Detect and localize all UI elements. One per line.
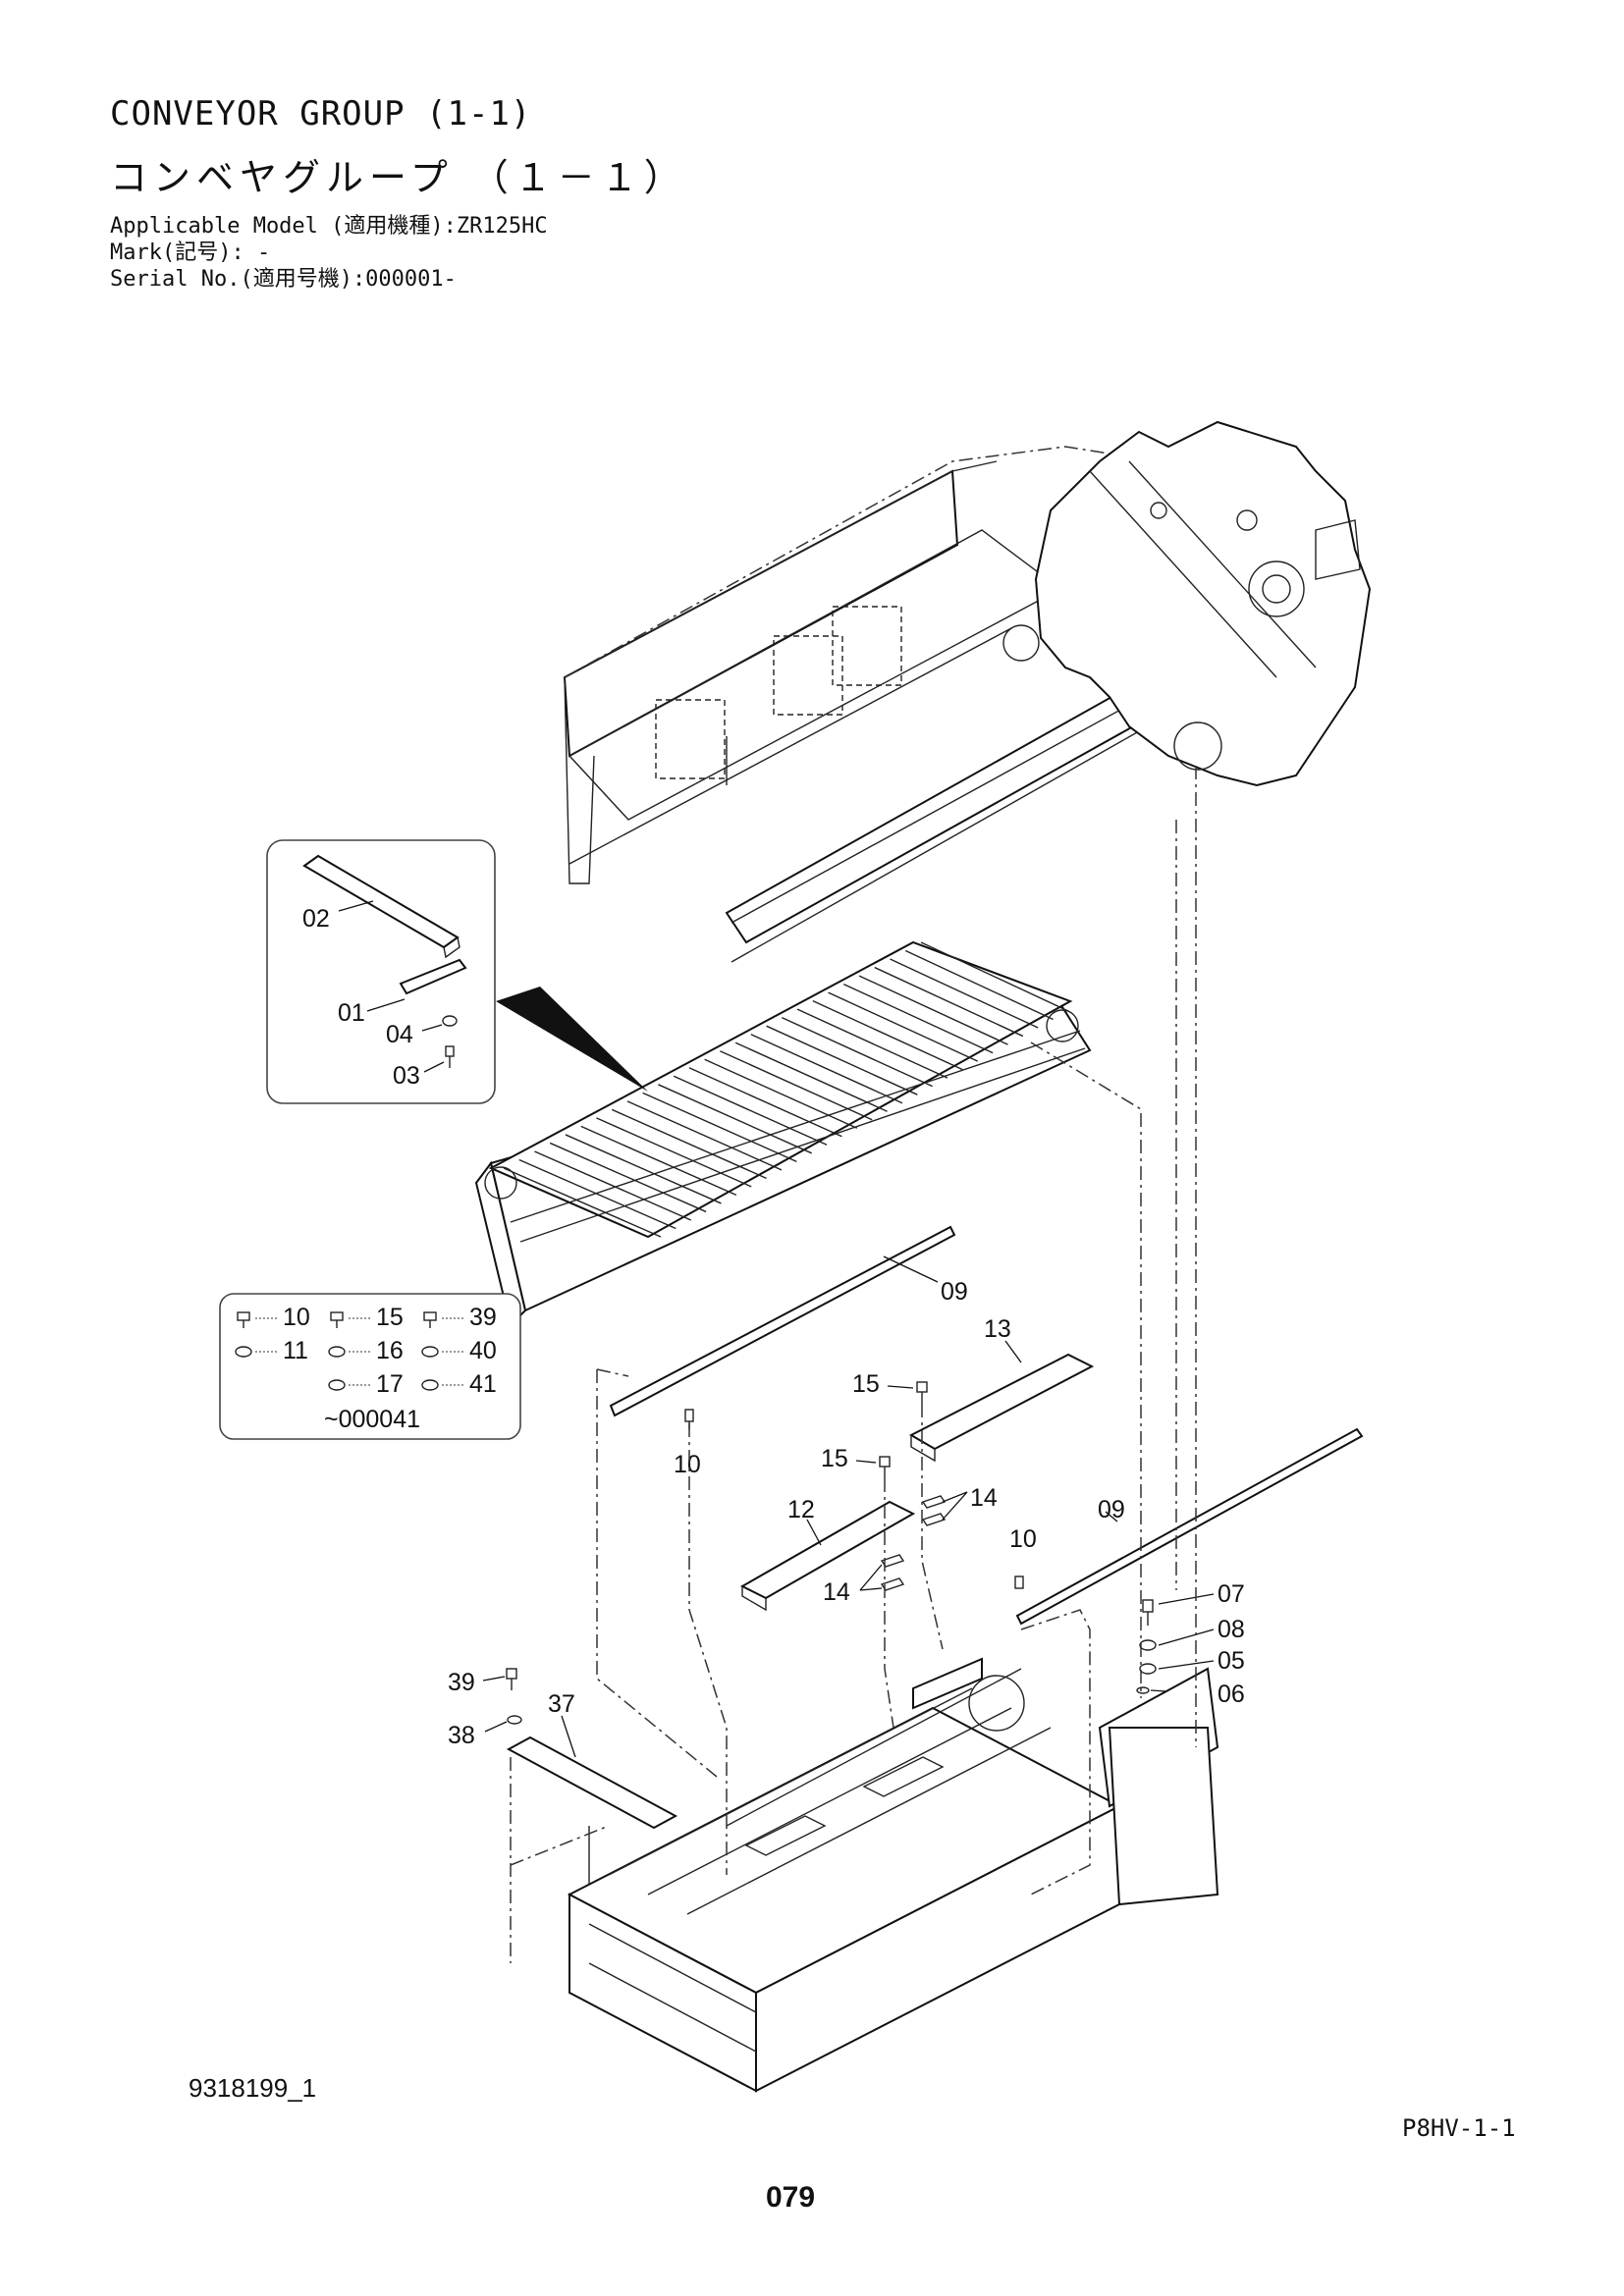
callout-09: 09 — [1098, 1496, 1125, 1523]
callout-02: 02 — [302, 905, 330, 933]
chain-slat — [565, 1134, 722, 1204]
washer-icon — [421, 1379, 465, 1391]
washer-icon — [328, 1346, 372, 1358]
bolt-39: 39 — [448, 1668, 517, 1696]
mark-label: Mark(記号): - — [110, 240, 271, 265]
chain-slat — [626, 1100, 783, 1171]
chain-slat — [518, 1158, 677, 1230]
legend-item: 16 — [376, 1337, 404, 1364]
callout-10: 10 — [674, 1451, 701, 1478]
legend-item: 39 — [469, 1304, 497, 1331]
callout-07: 07 — [1218, 1580, 1245, 1608]
legend-item: 17 — [376, 1370, 404, 1398]
chain-slat — [874, 966, 1024, 1038]
chain-slat — [890, 958, 1039, 1029]
shims-14-upper: 14 — [921, 1484, 998, 1526]
callout-15: 15 — [852, 1370, 880, 1398]
lower-frame — [567, 1657, 1219, 2093]
chain-slat — [673, 1075, 828, 1146]
callout-39: 39 — [448, 1669, 475, 1696]
plate-13: 13 — [908, 1315, 1095, 1463]
chain-slat — [734, 1041, 888, 1112]
chain-slat — [782, 1017, 933, 1088]
callout-03: 03 — [393, 1062, 420, 1090]
machine-frame — [563, 420, 1372, 963]
callout-05: 05 — [1218, 1647, 1245, 1675]
chain-slat — [904, 949, 1054, 1021]
washer-38: 38 — [448, 1715, 522, 1749]
chain-slat — [534, 1150, 692, 1221]
bolt-icon — [423, 1311, 465, 1328]
page-reference: P8HV-1-1 — [1402, 2114, 1516, 2142]
chain-slat — [658, 1084, 812, 1154]
bolt-15-lower: 15 — [821, 1445, 891, 1478]
callout-13: 13 — [984, 1315, 1011, 1343]
chain-slat — [843, 983, 994, 1054]
callout-38: 38 — [448, 1722, 475, 1749]
legend-serial-range: ~000041 — [324, 1406, 420, 1433]
washer-icon — [328, 1379, 372, 1391]
chain-slat — [920, 941, 1069, 1012]
callout-06: 06 — [1218, 1681, 1245, 1708]
bolt-10-right: 10 — [1009, 1525, 1037, 1589]
chain-slat — [766, 1025, 918, 1095]
callout-04: 04 — [386, 1021, 413, 1048]
page-title: CONVEYOR GROUP (1-1) — [110, 94, 532, 133]
callout-01: 01 — [338, 999, 365, 1027]
callout-37: 37 — [548, 1690, 575, 1718]
legend-item: 41 — [469, 1370, 497, 1398]
page-title-japanese: コンベヤグループ （１－１） — [110, 156, 687, 199]
cover-plate-37: 37 — [506, 1690, 678, 1830]
callout-10: 10 — [1009, 1525, 1037, 1553]
callout-09: 09 — [941, 1278, 968, 1306]
hardware-legend: 10 15 39 11 16 40 17 41 ~000041 — [219, 1293, 521, 1440]
hardware-stack: 07 08 05 06 — [1136, 1580, 1245, 1712]
plate-12: 12 — [739, 1496, 916, 1612]
chain-slat — [750, 1034, 903, 1104]
washer-icon — [235, 1346, 279, 1358]
slat-detail-inset: 02 01 04 03 — [266, 839, 496, 1104]
chain-slat — [642, 1092, 797, 1162]
legend-item: 10 — [283, 1304, 310, 1331]
chain-slat — [720, 1050, 873, 1121]
legend-item: 11 — [283, 1337, 308, 1364]
applicable-model: Applicable Model (適用機種):ZR125HC — [110, 214, 548, 239]
guide-rail-09-right: 09 — [1015, 1427, 1364, 1626]
shims-14-lower: 14 — [823, 1554, 905, 1606]
page-number: 079 — [766, 2181, 816, 2214]
callout-14: 14 — [970, 1484, 998, 1512]
chain-slat — [812, 999, 963, 1071]
assembly-centerlines — [510, 766, 1197, 1963]
callout-15: 15 — [821, 1445, 848, 1472]
chain-slat — [549, 1142, 707, 1213]
chain-slat — [796, 1008, 948, 1079]
washer-icon — [421, 1346, 465, 1358]
conveyor-chain-assembly — [474, 940, 1092, 1327]
chain-slat — [596, 1117, 752, 1188]
callout-14: 14 — [823, 1578, 850, 1606]
chain-slat — [688, 1067, 842, 1138]
chain-slat — [503, 1167, 662, 1238]
drawing-code: 9318199_1 — [189, 2073, 317, 2103]
callout-12: 12 — [787, 1496, 815, 1523]
callout-08: 08 — [1218, 1616, 1245, 1643]
chain-slat — [611, 1108, 767, 1180]
serial-number: Serial No.(適用号機):000001- — [110, 267, 457, 292]
legend-item: 40 — [469, 1337, 497, 1364]
bolt-15-upper: 15 — [852, 1370, 928, 1404]
legend-item: 15 — [376, 1304, 404, 1331]
guide-rail-09-left: 09 — [609, 1225, 968, 1417]
bolt-icon — [330, 1311, 372, 1328]
bolt-icon — [237, 1311, 279, 1328]
chain-slat — [580, 1125, 737, 1197]
chain-slat — [828, 991, 979, 1062]
detail-pointer — [496, 987, 648, 1092]
chain-slat — [704, 1058, 858, 1129]
bolt-10: 10 — [674, 1409, 701, 1478]
chain-slat — [858, 975, 1008, 1045]
